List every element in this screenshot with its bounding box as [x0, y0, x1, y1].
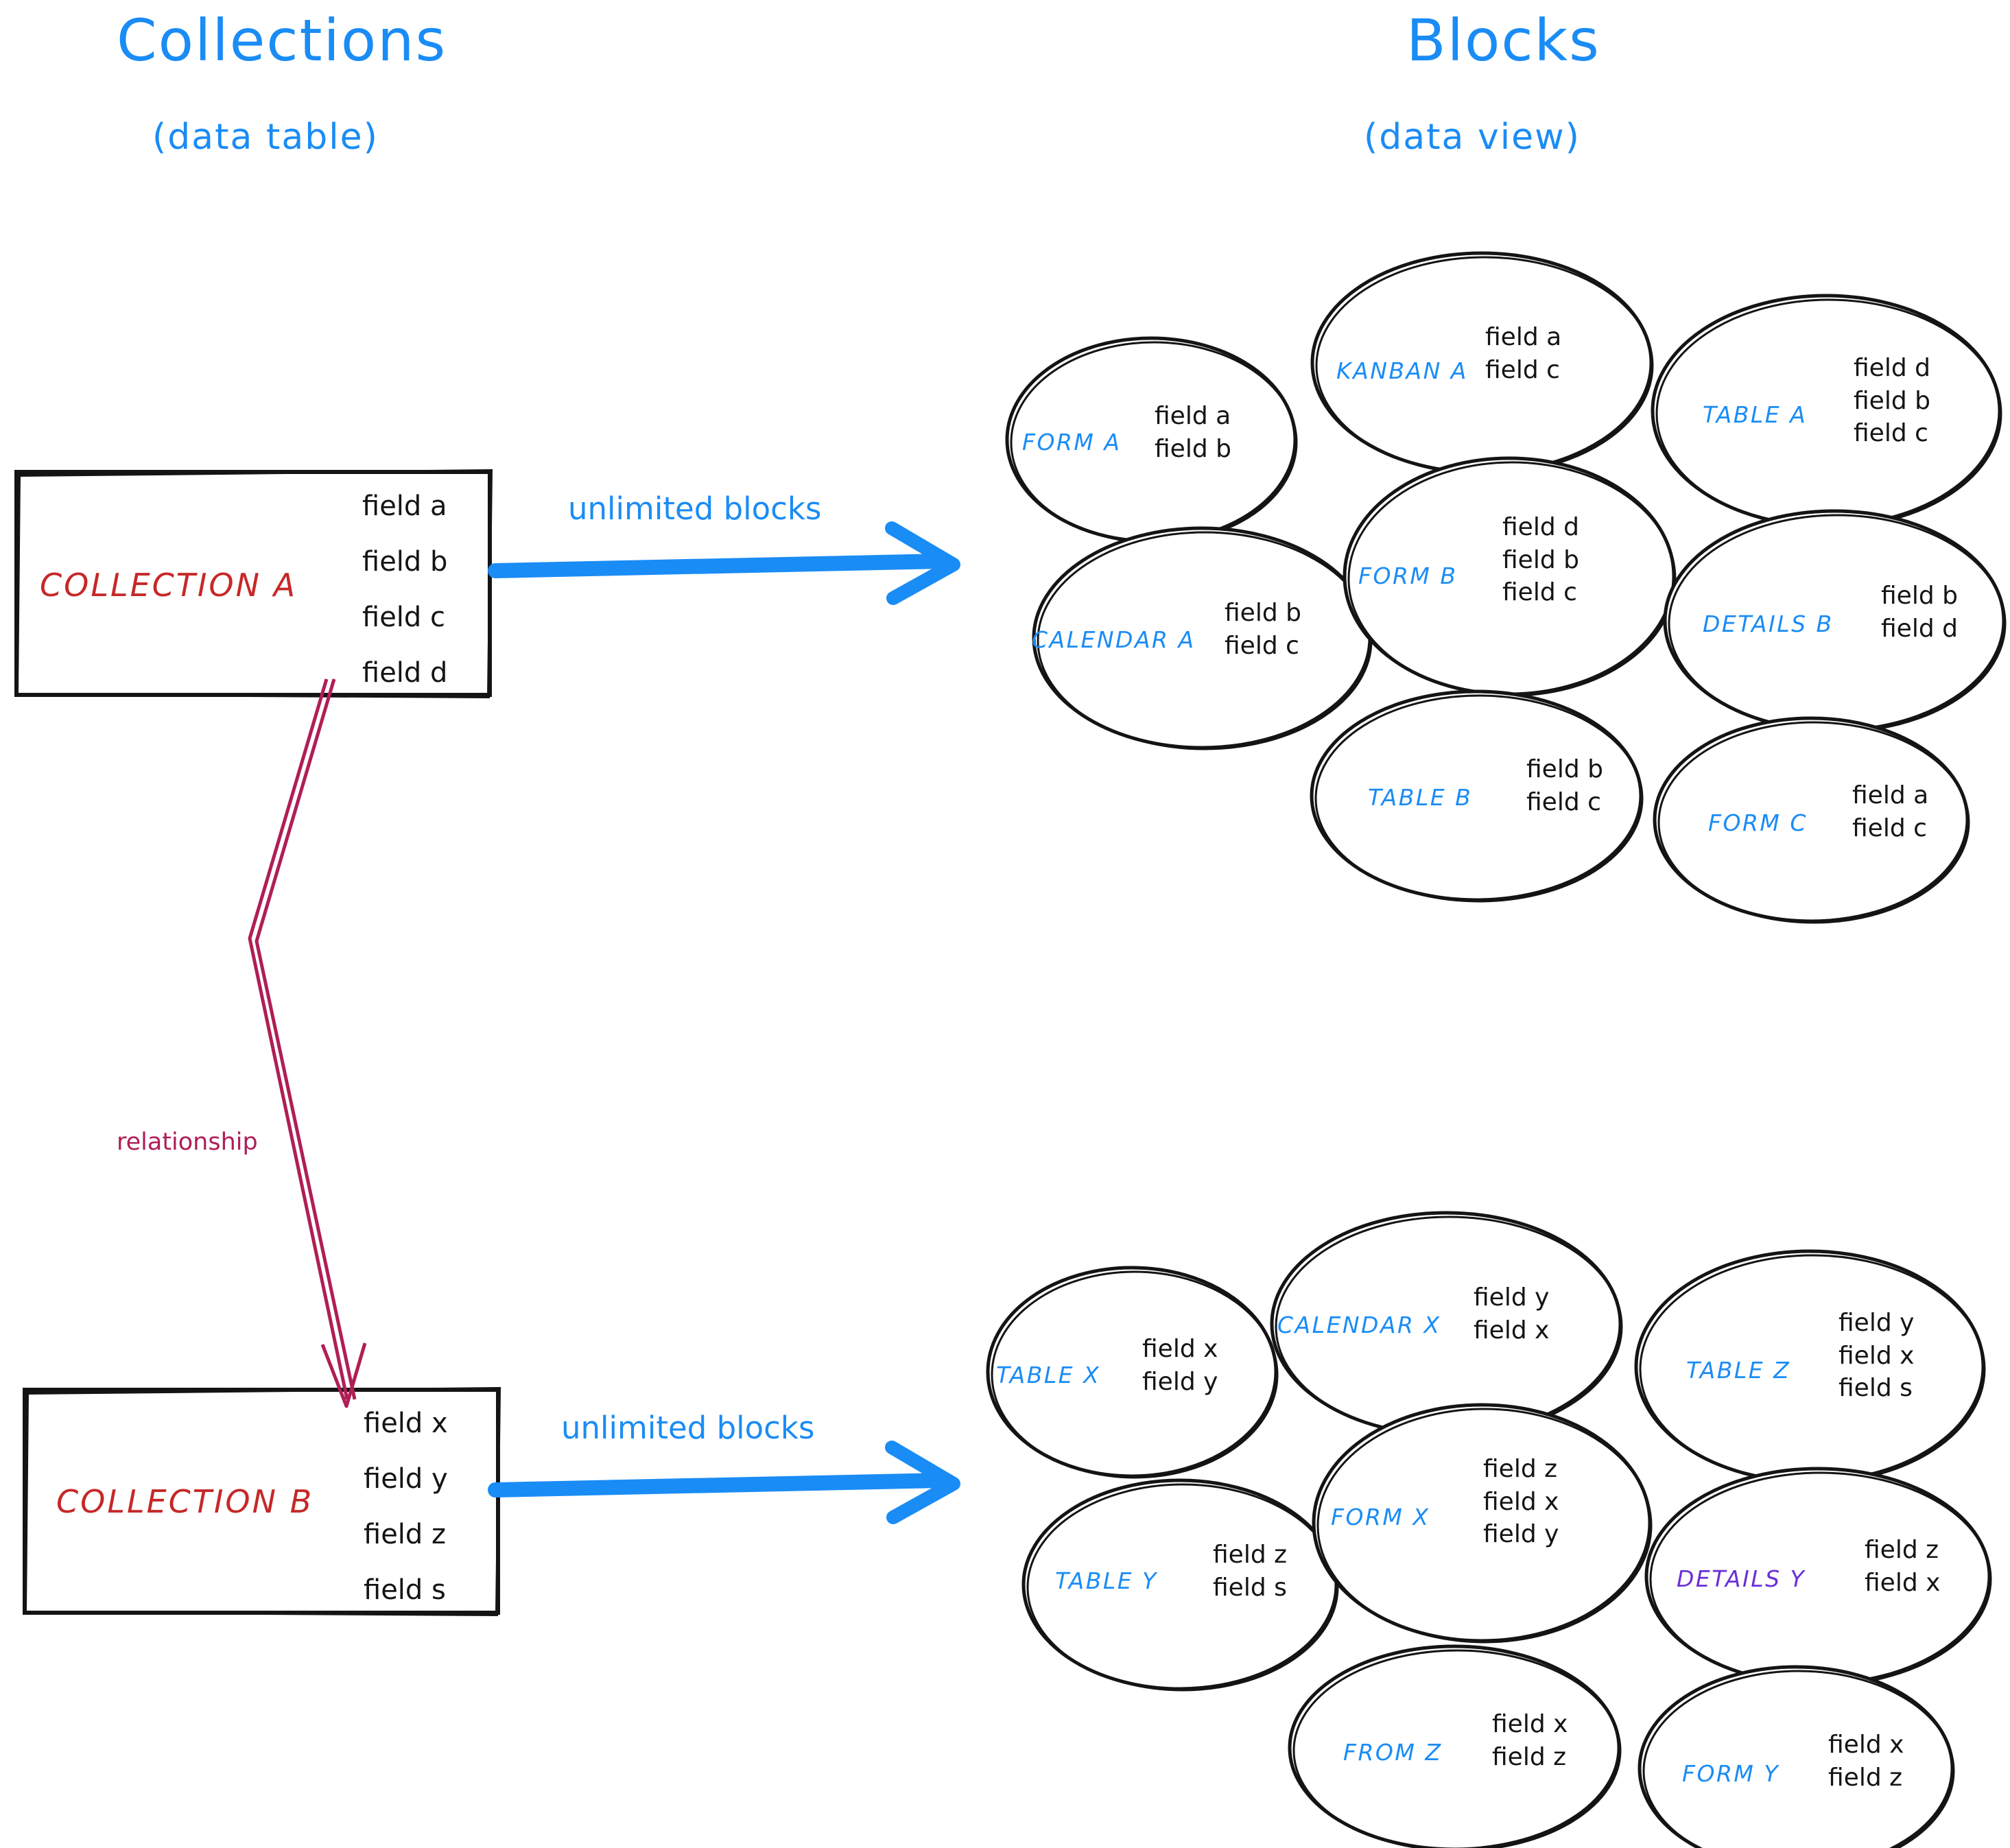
collection-a-field-2: field c [362, 602, 446, 633]
blocks-subtitle: (data view) [1364, 117, 1581, 158]
field-item: field b [1526, 755, 1603, 783]
collection-b-name: COLLECTION B [56, 1483, 314, 1520]
collection-b-box[interactable] [23, 1386, 501, 1617]
block-fields-table-b: field b field c [1526, 753, 1603, 818]
block-fields-table-x: field x field y [1142, 1333, 1218, 1398]
block-label-table-b: TABLE B [1368, 784, 1473, 811]
block-label-table-a: TABLE A [1703, 401, 1808, 428]
block-label-table-z: TABLE Z [1686, 1357, 1791, 1384]
field-item: field y [1483, 1520, 1559, 1549]
block-label-from-z: FROM Z [1343, 1739, 1443, 1766]
field-item: field a [1155, 402, 1231, 430]
block-fields-table-z: field y field x field s [1838, 1307, 1914, 1405]
field-item: field z [1492, 1742, 1567, 1771]
field-item: field c [1854, 419, 1928, 448]
field-item: field d [1502, 513, 1579, 541]
block-fields-form-x: field z field x field y [1483, 1453, 1559, 1551]
block-fields-table-a: field d field b field c [1854, 352, 1930, 450]
block-label-table-x: TABLE X [996, 1362, 1101, 1388]
block-fields-from-z: field x field z [1492, 1708, 1568, 1773]
field-item: field d [1881, 614, 1958, 643]
block-fields-form-a: field a field b [1155, 400, 1231, 465]
collection-a-field-1: field b [362, 546, 448, 578]
block-label-form-x: FORM X [1331, 1504, 1430, 1530]
block-ellipse-table-x[interactable] [986, 1266, 1279, 1479]
block-label-calendar-x: CALENDAR X [1277, 1312, 1441, 1338]
field-item: field d [1854, 354, 1930, 382]
field-item: field b [1502, 545, 1579, 574]
collection-a-name: COLLECTION A [40, 567, 298, 604]
unlimited-blocks-label-bottom: unlimited blocks [561, 1410, 815, 1446]
field-item: field c [1485, 355, 1560, 384]
collection-a-box[interactable] [14, 469, 493, 699]
field-item: field b [1854, 386, 1930, 415]
field-item: field z [1483, 1455, 1558, 1483]
block-ellipse-from-z[interactable] [1288, 1644, 1622, 1848]
block-ellipse-calendar-a[interactable] [1032, 526, 1373, 750]
block-ellipse-form-y[interactable] [1637, 1665, 1955, 1848]
field-item: field c [1502, 578, 1577, 607]
field-item: field z [1865, 1536, 1939, 1564]
relationship-arrow [248, 678, 367, 1408]
field-item: field z [1213, 1541, 1288, 1569]
field-item: field c [1526, 787, 1601, 816]
field-item: field y [1474, 1283, 1550, 1312]
field-item: field x [1828, 1731, 1904, 1759]
collection-b-field-1: field y [364, 1463, 448, 1495]
unlimited-blocks-arrow-top [488, 521, 960, 605]
block-fields-calendar-x: field y field x [1474, 1281, 1549, 1347]
block-label-details-b: DETAILS B [1703, 611, 1834, 637]
field-item: field x [1492, 1710, 1568, 1738]
field-item: field b [1155, 434, 1231, 463]
collection-b-field-2: field z [364, 1519, 447, 1550]
field-item: field s [1213, 1573, 1287, 1602]
field-item: field a [1485, 323, 1562, 351]
field-item: field y [1142, 1367, 1218, 1396]
block-label-form-y: FORM Y [1682, 1760, 1780, 1787]
collection-b-field-0: field x [364, 1408, 448, 1439]
block-fields-kanban-a: field a field c [1485, 321, 1561, 386]
collections-subtitle: (data table) [152, 117, 379, 158]
block-fields-table-y: field z field s [1213, 1539, 1287, 1604]
collection-b-field-3: field s [364, 1574, 446, 1606]
field-item: field b [1881, 582, 1958, 610]
relationship-label: relationship [117, 1128, 258, 1156]
block-ellipse-form-c[interactable] [1653, 716, 1970, 924]
block-label-form-a: FORM A [1022, 429, 1122, 455]
field-item: field z [1828, 1763, 1903, 1792]
collection-a-field-0: field a [362, 490, 447, 522]
blocks-title: Blocks [1406, 7, 1600, 74]
block-fields-form-c: field a field c [1852, 779, 1928, 844]
field-item: field x [1838, 1341, 1915, 1370]
block-label-calendar-a: CALENDAR A [1032, 626, 1196, 653]
field-item: field x [1474, 1316, 1550, 1344]
block-label-kanban-a: KANBAN A [1336, 357, 1468, 384]
block-label-form-b: FORM B [1358, 562, 1458, 589]
field-item: field s [1838, 1374, 1913, 1403]
field-item: field a [1852, 781, 1929, 809]
field-item: field b [1225, 599, 1301, 627]
block-label-table-y: TABLE Y [1055, 1567, 1158, 1594]
block-fields-form-b: field d field b field c [1502, 511, 1579, 609]
block-ellipse-form-x[interactable] [1312, 1403, 1653, 1644]
block-fields-calendar-a: field b field c [1225, 597, 1301, 662]
field-item: field x [1483, 1487, 1559, 1516]
collection-a-field-3: field d [362, 657, 448, 689]
unlimited-blocks-label-top: unlimited blocks [568, 490, 822, 527]
block-fields-details-b: field b field d [1881, 580, 1958, 645]
block-ellipse-table-b[interactable] [1310, 689, 1644, 903]
block-ellipse-table-y[interactable] [1021, 1478, 1339, 1692]
block-fields-form-y: field x field z [1828, 1729, 1904, 1794]
field-item: field y [1838, 1309, 1915, 1337]
field-item: field c [1225, 631, 1299, 660]
collections-title: Collections [117, 7, 447, 74]
unlimited-blocks-arrow-bottom [488, 1441, 960, 1524]
field-item: field x [1142, 1335, 1218, 1363]
block-label-form-c: FORM C [1708, 809, 1808, 836]
field-item: field x [1865, 1568, 1941, 1597]
field-item: field c [1852, 814, 1927, 842]
block-label-details-y: DETAILS Y [1677, 1565, 1806, 1592]
block-fields-details-y: field z field x [1865, 1534, 1940, 1599]
